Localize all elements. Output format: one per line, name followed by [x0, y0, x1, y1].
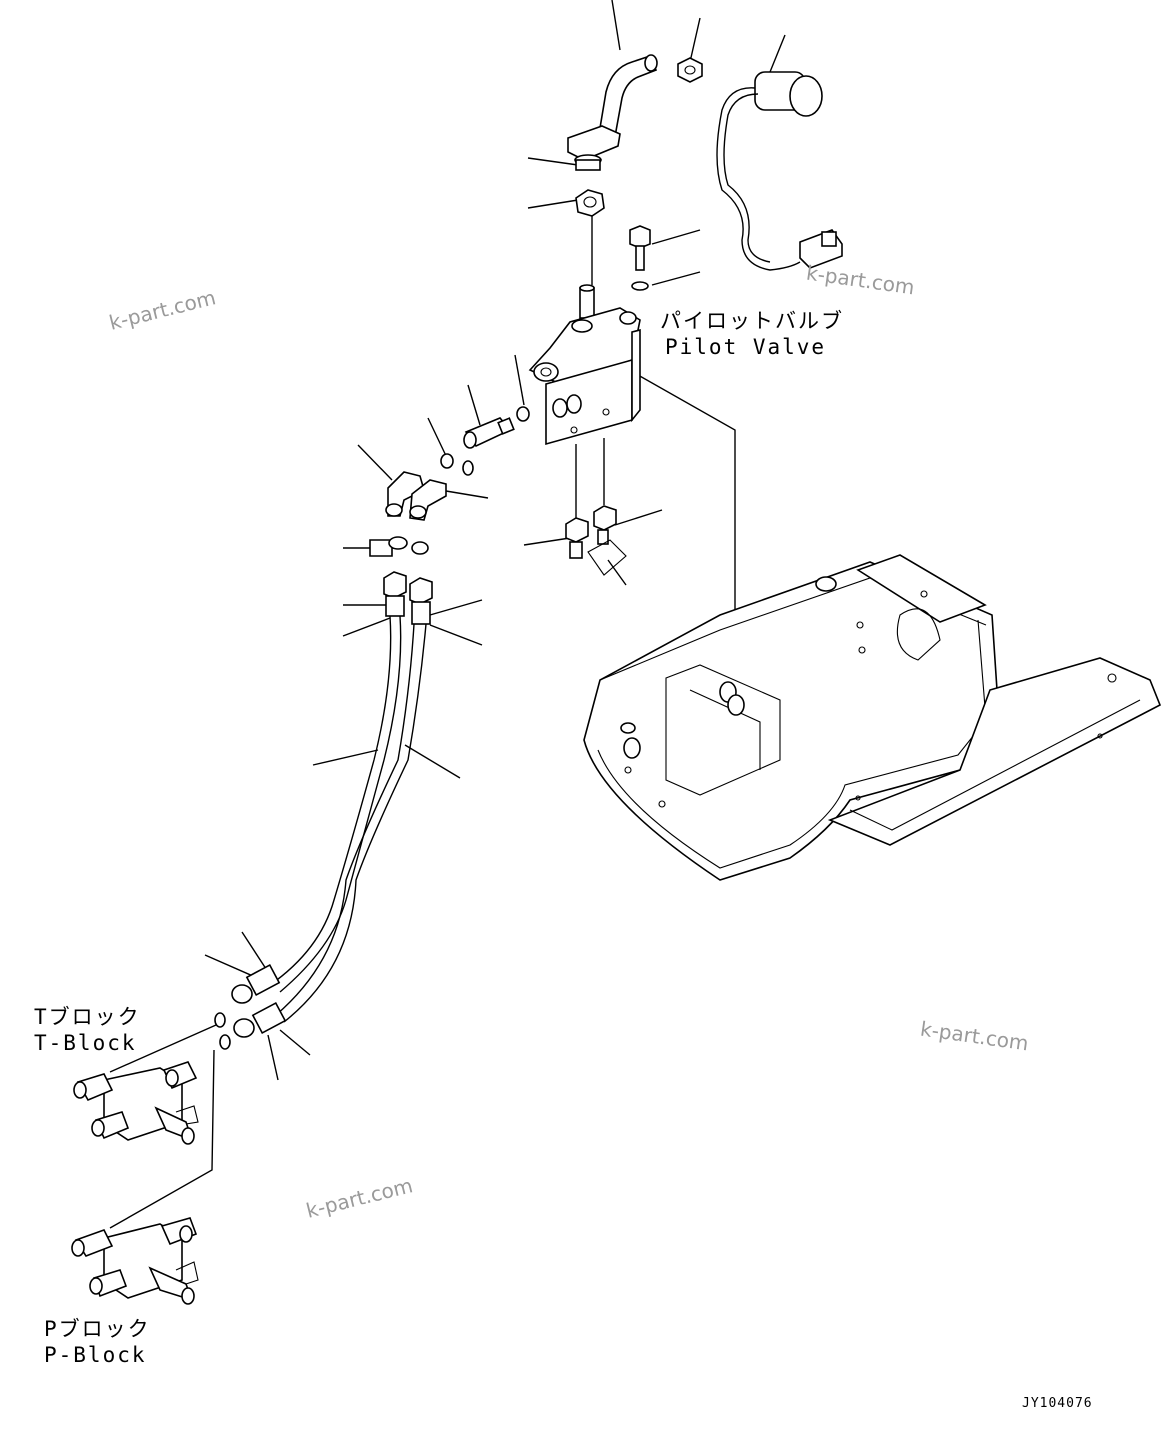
console-frame	[583, 554, 1162, 881]
adapter-nut	[575, 189, 605, 217]
pilot-valve-label-jp: パイロットバルブ	[660, 309, 844, 333]
valve-fittings-bottom	[565, 505, 627, 576]
pilot-valve-body	[528, 284, 641, 525]
pilot-valve-label-en: Pilot Valve	[665, 335, 827, 359]
p-block-label-jp: Pブロック	[44, 1317, 151, 1341]
switch-sensor	[716, 71, 843, 271]
p-block-label-en: P-Block	[44, 1343, 147, 1367]
valve-fittings-left	[369, 406, 530, 557]
drawing-code: JY104076	[1022, 1396, 1093, 1411]
t-block-label-en: T-Block	[34, 1031, 137, 1055]
hex-nut	[677, 57, 703, 83]
t-block-label-jp: Tブロック	[34, 1005, 141, 1029]
hoses	[214, 571, 433, 1050]
leader-lines	[109, 0, 786, 1229]
t-block	[73, 1061, 199, 1145]
bolt-washer	[591, 216, 651, 291]
pipe-elbow	[567, 54, 658, 171]
p-block	[71, 1217, 199, 1305]
